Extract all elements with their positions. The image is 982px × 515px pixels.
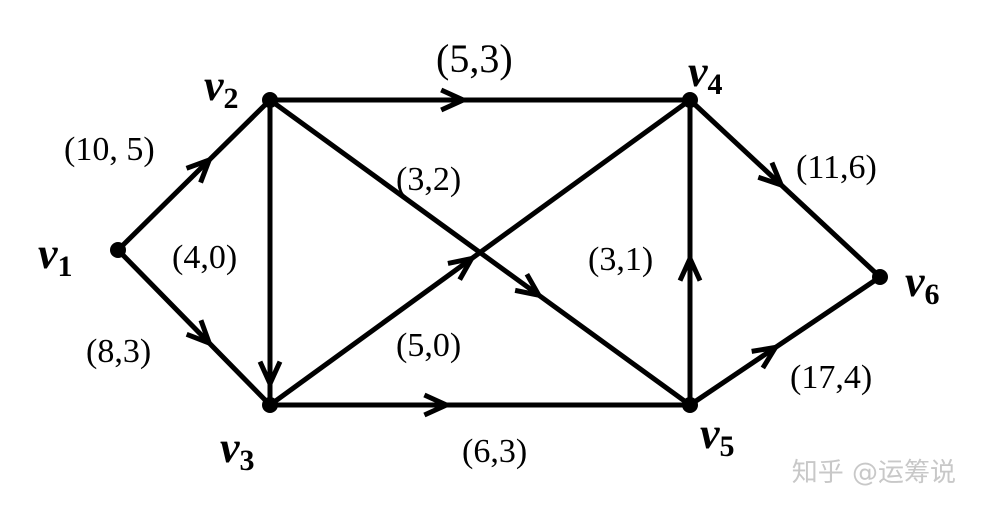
node-label-v5: v5 [700,409,735,463]
node-label-v4: v4 [688,47,723,101]
edge-label-v2-v5: (3,2) [396,161,461,198]
edge-label-v1-v2: (10, 5) [64,131,155,168]
arrowhead-icon [185,319,214,348]
edge-label-v5-v4: (3,1) [588,241,653,278]
edge-v1-v2 [116,98,272,252]
arrowhead-icon [751,344,781,370]
arrowhead-icon [185,155,214,184]
watermark: 知乎 @运筹说 [791,458,956,488]
node-v3 [262,397,278,413]
arrowhead-icon [257,360,283,390]
edge-label-v2-v3: (4,0) [172,239,237,276]
edge-label-v2-v4: (5,3) [436,36,513,81]
edge-label-v1-v3: (8,3) [86,333,151,370]
node-v5 [682,397,698,413]
arrowhead-icon [440,87,470,113]
arrowhead-icon [677,252,703,282]
node-label-v6: v6 [905,257,940,311]
arrowhead-icon [447,255,477,281]
node-label-v1: v1 [38,229,73,283]
node-label-v2: v2 [204,61,239,115]
arrowhead-icon [423,392,453,418]
node-v6 [872,269,888,285]
edge-label-v5-v6: (17,4) [790,359,872,396]
edge-label-v3-v5: (6,3) [462,433,527,470]
node-v2 [262,92,278,108]
edge-v1-v3 [116,248,272,407]
node-label-v3: v3 [220,423,255,477]
node-v4 [682,92,698,108]
node-v1 [110,242,126,258]
edge-v5-v6 [688,274,882,408]
arrowhead-icon [757,161,786,190]
edge-label-v3-v4: (5,0) [396,327,461,364]
arrowhead-icon [514,272,544,299]
edge-label-v4-v6: (11,6) [796,149,877,186]
edge-v3-v4 [268,97,692,408]
